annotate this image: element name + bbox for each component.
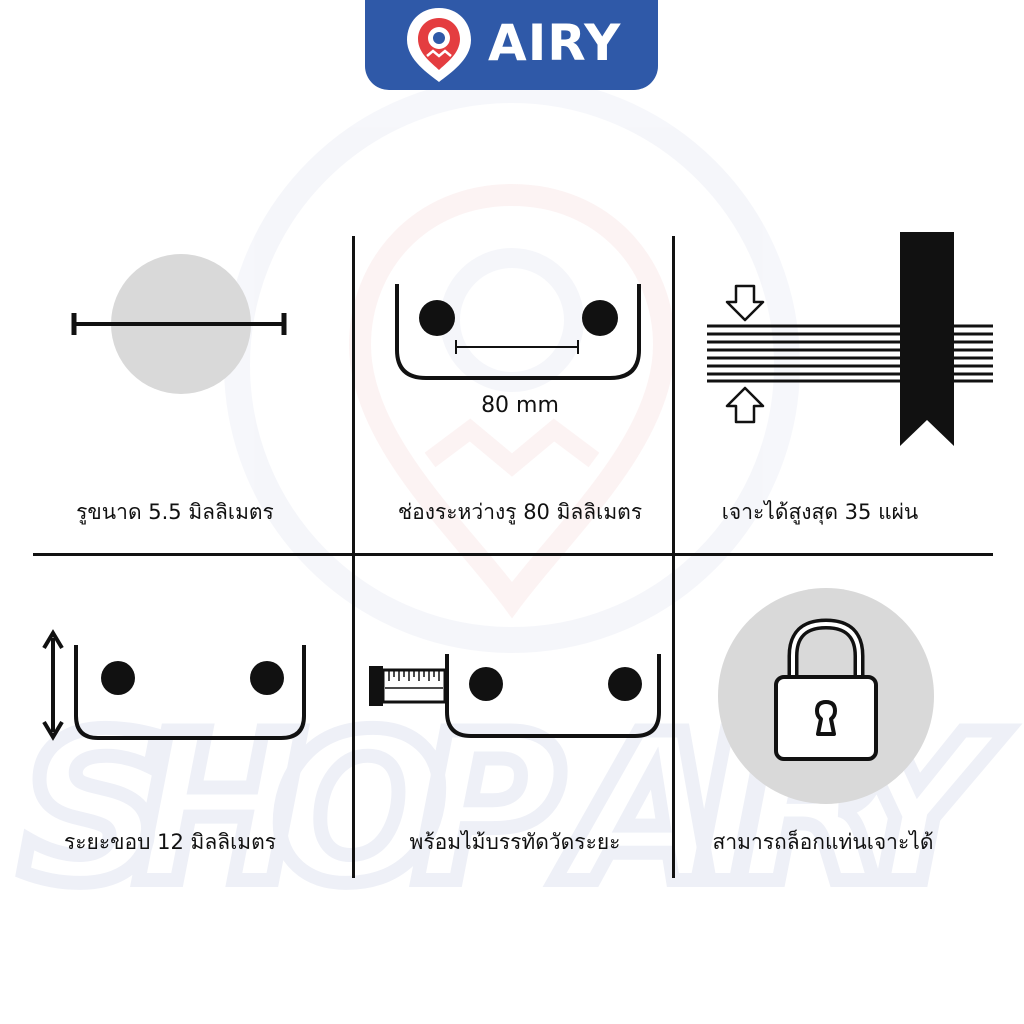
hole-spacing-icon [395,284,641,380]
map-pin-logo-icon [407,8,471,82]
grid-divider-horizontal [33,553,993,556]
feature-caption: รูขนาด 5.5 มิลลิเมตร [76,500,274,524]
grid-divider-vertical-1 [352,236,355,878]
feature-caption: ช่องระหว่างรู 80 มิลลิเมตร [397,500,643,524]
grid-divider-vertical-2 [672,236,675,878]
spacing-measure-label: 80 mm [481,393,559,418]
margin-depth-icon [42,629,306,741]
ruler-guide-icon [369,654,661,738]
brand-name: AIRY [488,14,622,72]
feature-caption: สามารถล็อกแท่นเจาะได้ [712,830,934,854]
padlock-icon [718,588,934,804]
brand-header: AIRY [365,0,658,90]
paper-stack-icon [707,232,993,446]
feature-caption: พร้อมไม้บรรทัดวัดระยะ [409,830,621,854]
feature-caption: เจาะได้สูงสุด 35 แผ่น [721,500,919,524]
hole-diameter-icon [71,254,287,394]
feature-caption: ระยะขอบ 12 มิลลิเมตร [63,830,277,854]
